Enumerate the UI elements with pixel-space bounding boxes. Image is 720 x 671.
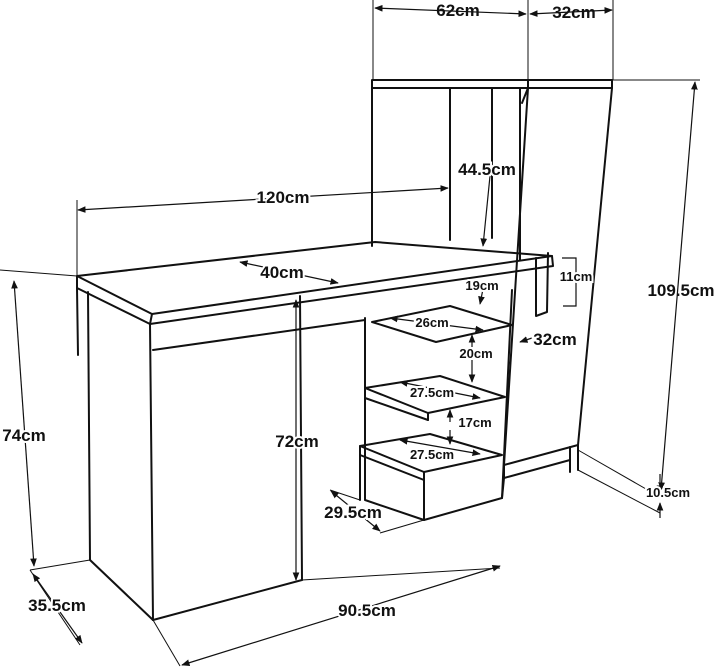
desk-height-label: 74cm [2, 426, 45, 445]
shelf-depth-2-label: 27.5cm [410, 385, 454, 400]
cabinet-width-label: 32cm [552, 3, 595, 22]
shelf-2 [364, 375, 506, 421]
leg-height-label: 72cm [275, 432, 318, 451]
cabinet-depth-label: 32cm [533, 330, 576, 349]
shelf-depth-1-label: 26cm [415, 315, 448, 330]
shelf-height-top-label: 44.5cm [458, 160, 516, 179]
shelf-depth-3-label: 27.5cm [410, 447, 454, 462]
base-height-label: 10.5cm [646, 485, 690, 500]
base-length-label: 90.5cm [338, 601, 396, 620]
total-height-label: 109.5cm [647, 281, 714, 300]
tower-width-label: 62cm [436, 1, 479, 20]
leg-depth-label: 35.5cm [28, 596, 86, 615]
shelf-gap-1-label: 19cm [465, 278, 498, 293]
extension-lines [0, 0, 700, 667]
shelf-gap-3-label: 17cm [458, 415, 491, 430]
dimension-arrows [11, 4, 698, 666]
cabinet-drawer-front [535, 252, 549, 317]
desk-depth-label: 40cm [260, 263, 303, 282]
shelf-gap-2-label: 20cm [459, 346, 492, 361]
shelf-1 [371, 305, 513, 343]
cabinet-drawer-height-label: 11cm [560, 269, 593, 284]
bottom-depth-label: 29.5cm [324, 503, 382, 522]
left-pedestal [87, 291, 366, 621]
desk-length-label: 120cm [257, 188, 310, 207]
